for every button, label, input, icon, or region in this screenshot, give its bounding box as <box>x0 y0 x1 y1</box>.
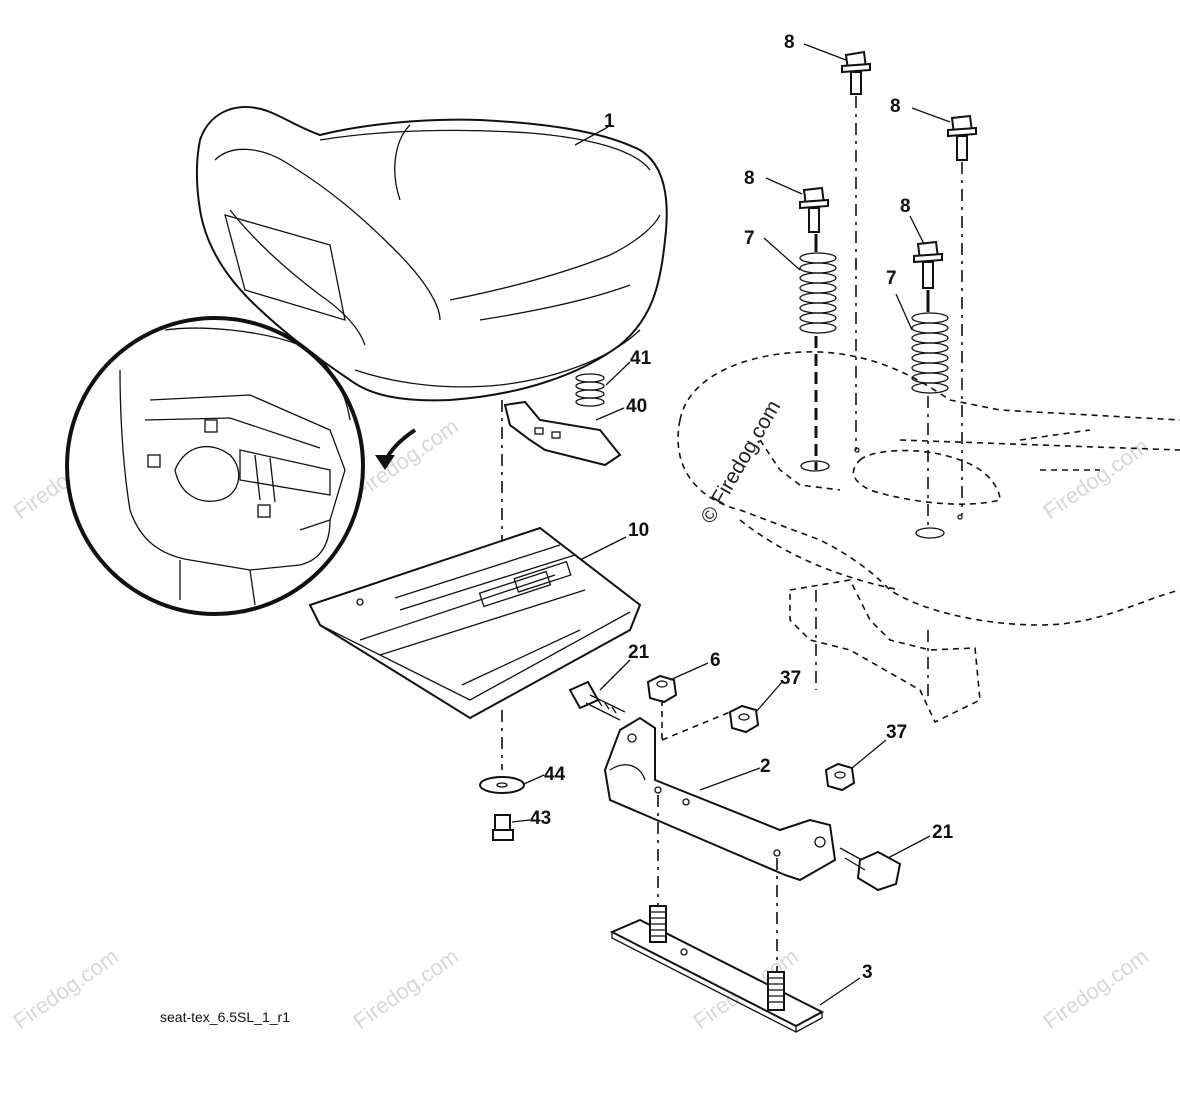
watermark-text: Firedog.com <box>349 943 464 1034</box>
bracket-40 <box>503 400 622 467</box>
bracket-2 <box>603 716 837 882</box>
spring-41 <box>575 373 605 407</box>
callout-10: 10 <box>628 520 649 541</box>
watermark-main: © Firedog.com <box>696 396 785 527</box>
callout-7-a: 7 <box>744 228 755 249</box>
watermark-text: Firedog.com <box>1039 943 1154 1034</box>
bolt-8-b <box>947 114 977 161</box>
leader-line <box>911 107 951 123</box>
nut-37-lower <box>824 762 856 792</box>
leader-line <box>803 43 847 61</box>
callout-8-a: 8 <box>784 32 795 53</box>
bolt-8-c <box>799 186 829 233</box>
callout-1: 1 <box>604 111 615 132</box>
callout-8-b: 8 <box>890 96 901 117</box>
leader-line <box>511 819 531 823</box>
nut-6 <box>646 674 678 704</box>
bolt-21-left <box>568 680 626 721</box>
callout-37-lower: 37 <box>886 722 907 743</box>
callout-8-d: 8 <box>900 196 911 217</box>
spring-7-a <box>799 252 837 334</box>
leader-line <box>819 977 861 1006</box>
leader-line <box>699 767 761 791</box>
leader-line <box>605 361 631 386</box>
leader-line <box>755 681 783 713</box>
seat-pan-10 <box>308 526 642 720</box>
leader-line <box>887 835 931 859</box>
callout-21-left: 21 <box>628 642 650 663</box>
leader-line <box>523 774 545 785</box>
leader-line <box>895 293 913 331</box>
callout-6: 6 <box>710 650 721 671</box>
callout-41: 41 <box>630 348 652 369</box>
callout-40: 40 <box>626 396 647 417</box>
callout-2: 2 <box>760 756 771 777</box>
arrow-head-icon <box>375 455 395 470</box>
leader-line <box>909 215 925 245</box>
seat-part <box>196 106 668 402</box>
leader-line <box>851 739 887 769</box>
bolt-8-d <box>913 240 943 289</box>
leader-line <box>765 177 803 195</box>
nut-37-upper <box>728 704 760 734</box>
callout-44: 44 <box>544 764 566 785</box>
leader-line <box>579 536 627 561</box>
washer-44 <box>479 776 525 794</box>
bolt-43 <box>492 814 514 841</box>
watermark-text: Firedog.com <box>9 943 124 1034</box>
callout-37-upper: 37 <box>780 668 801 689</box>
tractor-frame <box>677 351 1180 724</box>
plate-3 <box>609 905 825 1034</box>
leader-line <box>574 126 609 146</box>
bolt-21-right <box>839 847 902 892</box>
leader-line <box>595 407 625 421</box>
callout-3: 3 <box>862 962 873 983</box>
callout-43: 43 <box>530 808 551 829</box>
diagram-caption: seat-tex_6.5SL_1_r1 <box>160 1009 290 1025</box>
callout-8-c: 8 <box>744 168 755 189</box>
watermark-text: Firedog.com <box>349 413 464 504</box>
leader-line <box>599 659 631 691</box>
bolt-8-a <box>841 50 871 95</box>
callout-7-b: 7 <box>886 268 897 289</box>
watermark-text: Firedog.com <box>1039 433 1154 524</box>
detail-inset <box>65 316 365 616</box>
spring-7-b <box>911 312 949 394</box>
leader-line <box>763 237 801 271</box>
leader-line <box>669 662 709 681</box>
callout-21-right: 21 <box>932 822 954 843</box>
